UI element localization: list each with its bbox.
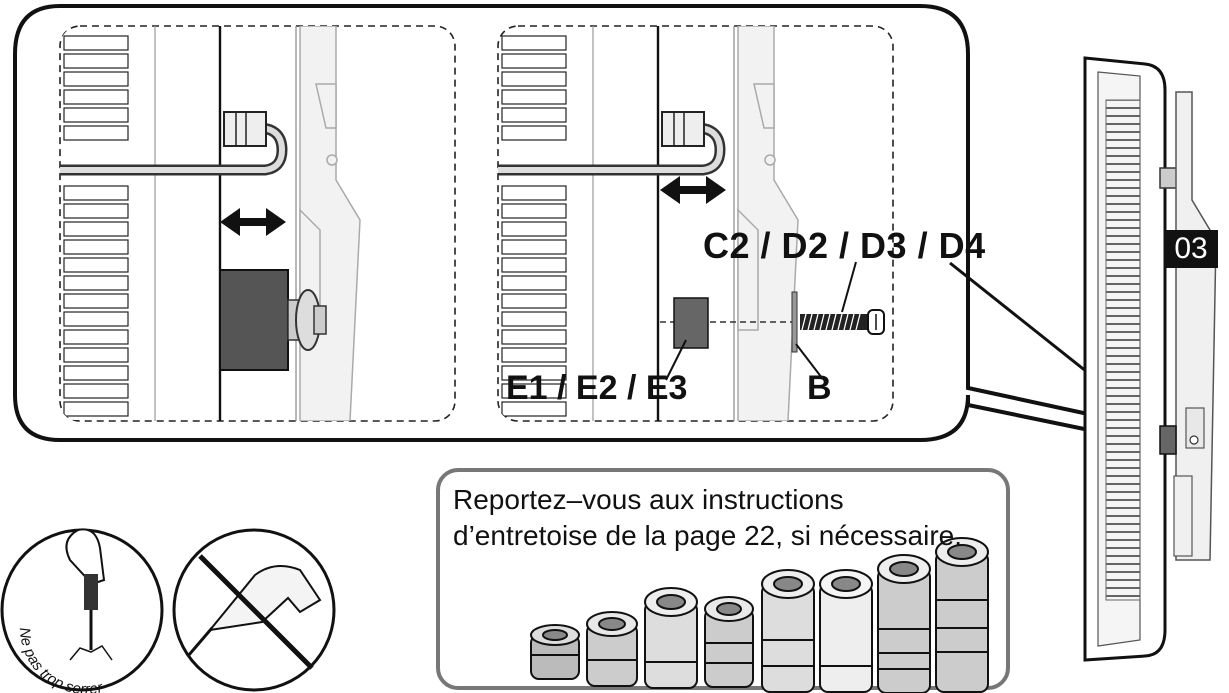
left-detail-view [59, 25, 456, 422]
washer-icon [791, 291, 798, 353]
screw-icon [800, 261, 885, 335]
spacer-set [530, 537, 989, 693]
spacer-item [935, 537, 989, 693]
spacer-item [877, 554, 931, 693]
tv-side-view [1083, 56, 1217, 662]
step-number-badge: 03 [1164, 230, 1218, 268]
cable-icon [60, 111, 288, 176]
double-arrow-icon [220, 208, 286, 236]
spacer-note-text: Reportez–vous aux instructions d’entreto… [453, 484, 962, 551]
spacer-item [586, 611, 638, 687]
spacer-item [644, 587, 698, 689]
spacer-icon-2 [673, 297, 709, 349]
spacer-icon [219, 269, 327, 371]
screw-parts-label: C2 / D2 / D3 / D4 [703, 225, 986, 266]
spacer-item [761, 569, 815, 693]
hand-screwdriver-icon: Ne pas trop serrer [0, 528, 164, 693]
right-detail-view [497, 25, 894, 422]
washer-part-label: B [807, 369, 832, 407]
spacer-item [704, 596, 754, 688]
spacer-parts-label: E1 / E2 / E3 [506, 369, 688, 407]
tv-vents [62, 30, 132, 420]
no-power-drill-icon [172, 528, 336, 692]
cable-icon-2 [498, 111, 726, 176]
double-arrow-icon-2 [660, 176, 726, 204]
spacer-item [819, 569, 873, 693]
spacer-item [530, 624, 580, 680]
